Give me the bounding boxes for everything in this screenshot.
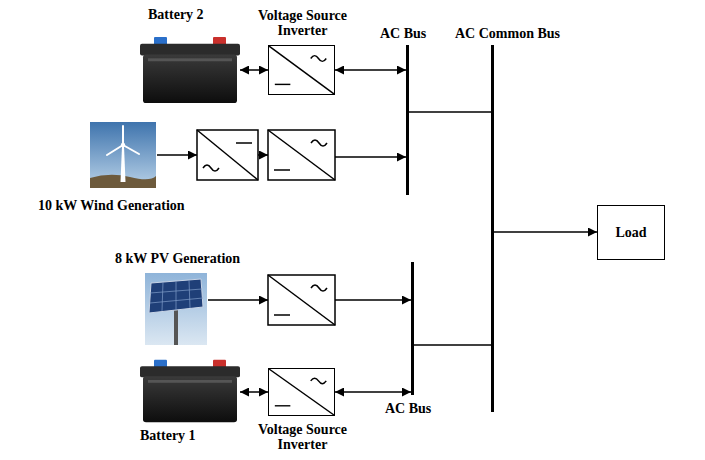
- battery-picture: [140, 358, 240, 424]
- battery-node: Battery 2: [140, 35, 240, 105]
- node-label: 10 kW Wind Generation: [38, 198, 185, 214]
- inverter-node: Voltage Source Inverter: [268, 368, 335, 416]
- inverter-symbol: [269, 369, 334, 415]
- dc-symbol: [274, 314, 290, 316]
- node-label: Voltage Source Inverter: [248, 8, 358, 38]
- pv-node: 8 kW PV Generation: [145, 273, 207, 345]
- pv-bus-wire: [335, 299, 411, 301]
- wind-bus-wire: [335, 156, 406, 158]
- wind-wire: [157, 154, 197, 156]
- dc-symbol: [236, 142, 252, 144]
- connector: [494, 231, 597, 233]
- connector: [240, 391, 268, 393]
- node-label: AC Bus: [380, 26, 426, 42]
- inverter-symbol: [269, 46, 334, 94]
- battery-picture: [140, 35, 240, 105]
- load-box: Load: [597, 205, 665, 260]
- pv-wire: [208, 299, 268, 301]
- ac-symbol: [203, 165, 219, 171]
- ac-bus: AC Bus: [406, 45, 409, 195]
- inverter-node: Voltage Source Inverter: [268, 45, 335, 95]
- wind-node: 10 kW Wind Generation: [90, 122, 156, 188]
- node-label: AC Bus: [385, 401, 431, 417]
- rectifier-box: [197, 130, 258, 180]
- connector: [409, 111, 491, 113]
- converter-diagonal: [197, 130, 258, 180]
- ac-common-bus: AC Common Bus: [491, 45, 494, 412]
- battery-node: Battery 1: [140, 358, 240, 424]
- node-label: Voltage Source Inverter: [248, 422, 358, 452]
- inverter-box: [268, 275, 335, 325]
- connector: [335, 391, 411, 393]
- converter-diagonal: [268, 275, 335, 325]
- converter-diagonal: [268, 130, 335, 180]
- connector: [240, 69, 268, 71]
- dc-link-wire: [258, 154, 268, 156]
- ac-symbol: [311, 140, 327, 146]
- node-label: Battery 1: [140, 428, 196, 444]
- connector: [414, 344, 491, 346]
- ac-symbol: [311, 285, 327, 291]
- node-label: 8 kW PV Generation: [115, 251, 240, 267]
- node-label: Battery 2: [148, 7, 204, 23]
- ac-bus: AC Bus: [411, 262, 414, 395]
- connector: [335, 69, 406, 71]
- box-label: Load: [615, 224, 646, 242]
- inverter-box: [268, 130, 335, 180]
- dc-symbol: [274, 169, 290, 171]
- node-label: AC Common Bus: [455, 26, 560, 42]
- pv-panel-picture: [145, 273, 207, 345]
- wind-turbine-picture: [90, 122, 156, 188]
